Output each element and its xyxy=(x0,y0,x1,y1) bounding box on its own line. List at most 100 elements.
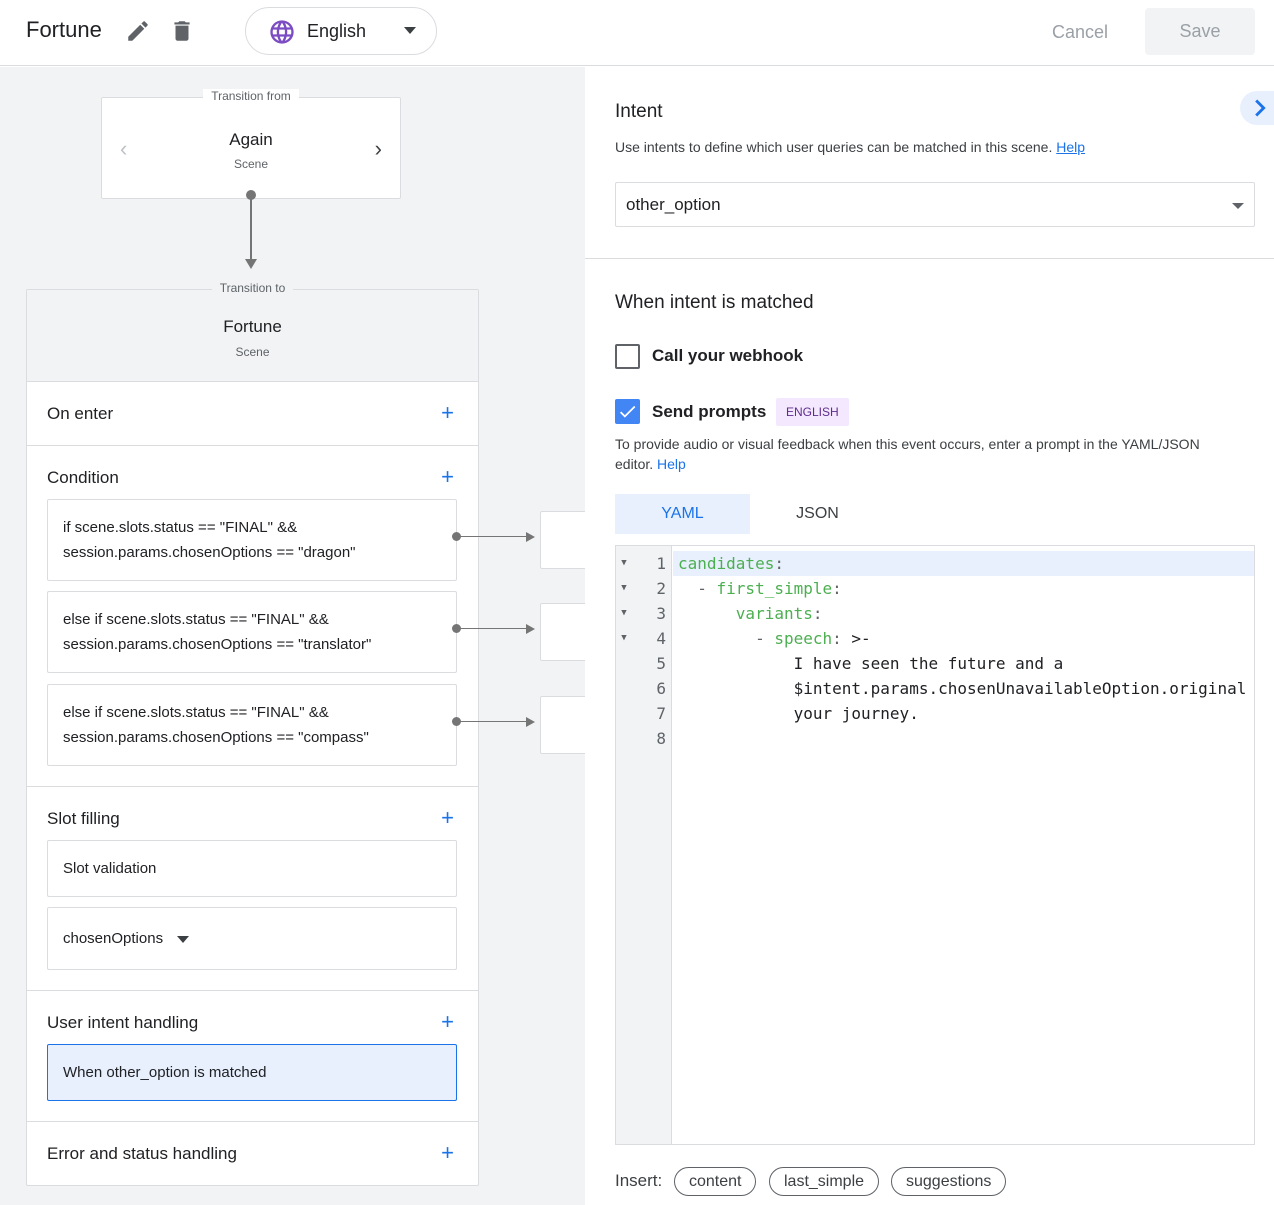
help-link[interactable]: Help xyxy=(657,456,686,472)
condition-item[interactable]: if scene.slots.status == "FINAL" && sess… xyxy=(47,499,457,581)
webhook-checkbox[interactable] xyxy=(615,344,640,369)
tab-yaml[interactable]: YAML xyxy=(615,494,750,534)
transition-from-name: Again xyxy=(229,130,273,149)
condition-line: else if scene.slots.status == "FINAL" && xyxy=(63,704,329,721)
intent-description-text: Use intents to define which user queries… xyxy=(615,139,1053,155)
condition-title[interactable]: Condition xyxy=(47,468,119,487)
intent-select[interactable]: other_option xyxy=(615,182,1255,227)
add-slot-icon[interactable]: + xyxy=(441,805,454,830)
help-link[interactable]: Help xyxy=(1056,139,1086,155)
transition-target-box[interactable] xyxy=(540,696,585,754)
transition-target-box[interactable] xyxy=(540,603,585,661)
tab-json[interactable]: JSON xyxy=(796,505,839,522)
code-line: ▼ 4 - speech: >- xyxy=(616,626,1254,651)
edit-icon[interactable] xyxy=(125,18,151,44)
code-text[interactable]: I have seen the future and a xyxy=(678,654,1064,673)
collapse-panel-button[interactable] xyxy=(1240,91,1274,125)
code-line: ▼ 2 - first_simple: xyxy=(616,576,1254,601)
condition-line: else if scene.slots.status == "FINAL" && xyxy=(63,611,329,628)
transition-target-box[interactable] xyxy=(540,511,585,569)
slot-item[interactable]: chosenOptions xyxy=(47,907,457,970)
chevron-left-icon[interactable]: ‹ xyxy=(120,136,128,161)
line-number: 8 xyxy=(656,729,666,748)
insert-chip-content[interactable]: content xyxy=(674,1167,757,1196)
insert-chip-last-simple[interactable]: last_simple xyxy=(769,1167,880,1196)
chevron-down-icon xyxy=(177,935,190,943)
code-line: 6 $intent.params.chosenUnavailableOption… xyxy=(616,676,1254,701)
language-label: English xyxy=(307,21,367,41)
code-text[interactable]: variants: xyxy=(735,604,823,623)
editor-gutter xyxy=(616,546,672,1144)
code-line: 8 xyxy=(616,726,1254,751)
connector-line xyxy=(250,195,252,259)
send-prompts-checkbox[interactable] xyxy=(615,399,640,424)
prompts-description-text: editor. xyxy=(615,456,654,472)
arrow-right-icon xyxy=(526,624,535,634)
user-intent-handling-title[interactable]: User intent handling xyxy=(47,1013,199,1032)
code-text[interactable]: candidates: xyxy=(673,551,1254,576)
when-matched-title: When intent is matched xyxy=(615,292,814,313)
connector-line xyxy=(457,628,527,629)
line-number: 4 xyxy=(656,629,666,648)
add-condition-icon[interactable]: + xyxy=(441,464,454,489)
check-icon xyxy=(619,405,636,418)
fold-toggle-icon[interactable]: ▼ xyxy=(621,633,627,643)
fold-toggle-icon[interactable]: ▼ xyxy=(621,558,627,568)
condition-item[interactable]: else if scene.slots.status == "FINAL" &&… xyxy=(47,591,457,673)
language-select[interactable]: English xyxy=(245,7,437,55)
insert-label: Insert: xyxy=(615,1171,663,1190)
delete-icon[interactable] xyxy=(169,18,195,44)
save-button[interactable]: Save xyxy=(1145,8,1255,55)
on-enter-title[interactable]: On enter xyxy=(47,404,114,423)
code-line: 5 I have seen the future and a xyxy=(616,651,1254,676)
cancel-button[interactable]: Cancel xyxy=(1051,22,1109,42)
slot-validation-item[interactable]: Slot validation xyxy=(47,840,457,897)
code-text[interactable] xyxy=(673,726,1254,751)
webhook-label[interactable]: Call your webhook xyxy=(652,346,804,365)
intent-description: Use intents to define which user queries… xyxy=(615,137,1085,157)
divider xyxy=(27,1121,478,1122)
add-intent-icon[interactable]: + xyxy=(441,1009,454,1034)
intent-handler-item[interactable]: When other_option is matched xyxy=(47,1044,457,1101)
condition-item[interactable]: else if scene.slots.status == "FINAL" &&… xyxy=(47,684,457,766)
code-text[interactable]: - speech: >- xyxy=(755,629,871,648)
code-text[interactable]: your journey. xyxy=(678,704,919,723)
code-line: ▼3 variants: xyxy=(616,601,1254,626)
condition-line: if scene.slots.status == "FINAL" && xyxy=(63,519,298,536)
add-on-enter-icon[interactable]: + xyxy=(441,400,454,425)
code-text[interactable]: $intent.params.chosenUnavailableOption.o… xyxy=(793,679,1247,698)
connector-dot xyxy=(452,532,461,541)
transition-to-header: Transition to Fortune Scene xyxy=(27,281,478,382)
chevron-right-icon[interactable]: › xyxy=(374,136,382,161)
send-prompts-label[interactable]: Send prompts xyxy=(652,402,767,421)
chevron-down-icon xyxy=(404,27,416,34)
line-number: 2 xyxy=(656,579,666,598)
fold-toggle-icon[interactable]: ▼ xyxy=(621,608,627,618)
code-text[interactable]: - first_simple: xyxy=(697,579,842,598)
error-handling-title[interactable]: Error and status handling xyxy=(47,1144,237,1163)
add-error-handler-icon[interactable]: + xyxy=(441,1140,454,1165)
connector-line xyxy=(457,721,527,722)
slot-filling-title[interactable]: Slot filling xyxy=(47,809,120,828)
transition-to-card: Transition to Fortune Scene On enter + C… xyxy=(26,281,479,1186)
prompts-description-line1: To provide audio or visual feedback when… xyxy=(615,436,1200,452)
chevron-down-icon xyxy=(1232,203,1244,209)
arrow-right-icon xyxy=(526,717,535,727)
divider xyxy=(585,258,1274,259)
fold-toggle-icon[interactable]: ▼ xyxy=(621,583,627,593)
editor-tabs: YAML JSON xyxy=(615,494,1255,534)
line-number: 7 xyxy=(656,704,666,723)
insert-chip-suggestions[interactable]: suggestions xyxy=(891,1167,1007,1196)
arrow-right-icon xyxy=(526,532,535,542)
slot-name: chosenOptions xyxy=(63,930,164,947)
condition-line: session.params.chosenOptions == "transla… xyxy=(63,636,372,653)
intent-select-value: other_option xyxy=(626,195,721,214)
top-bar: Fortune English Cancel Save xyxy=(0,0,1274,66)
line-number: 6 xyxy=(656,679,666,698)
transition-from-card[interactable]: Transition from ‹ Again Scene › xyxy=(101,89,401,199)
transition-to-legend: Transition to xyxy=(211,281,294,295)
prompts-description-line2: editor. Help xyxy=(615,454,686,474)
line-number: 5 xyxy=(656,654,666,673)
connector-dot xyxy=(452,717,461,726)
